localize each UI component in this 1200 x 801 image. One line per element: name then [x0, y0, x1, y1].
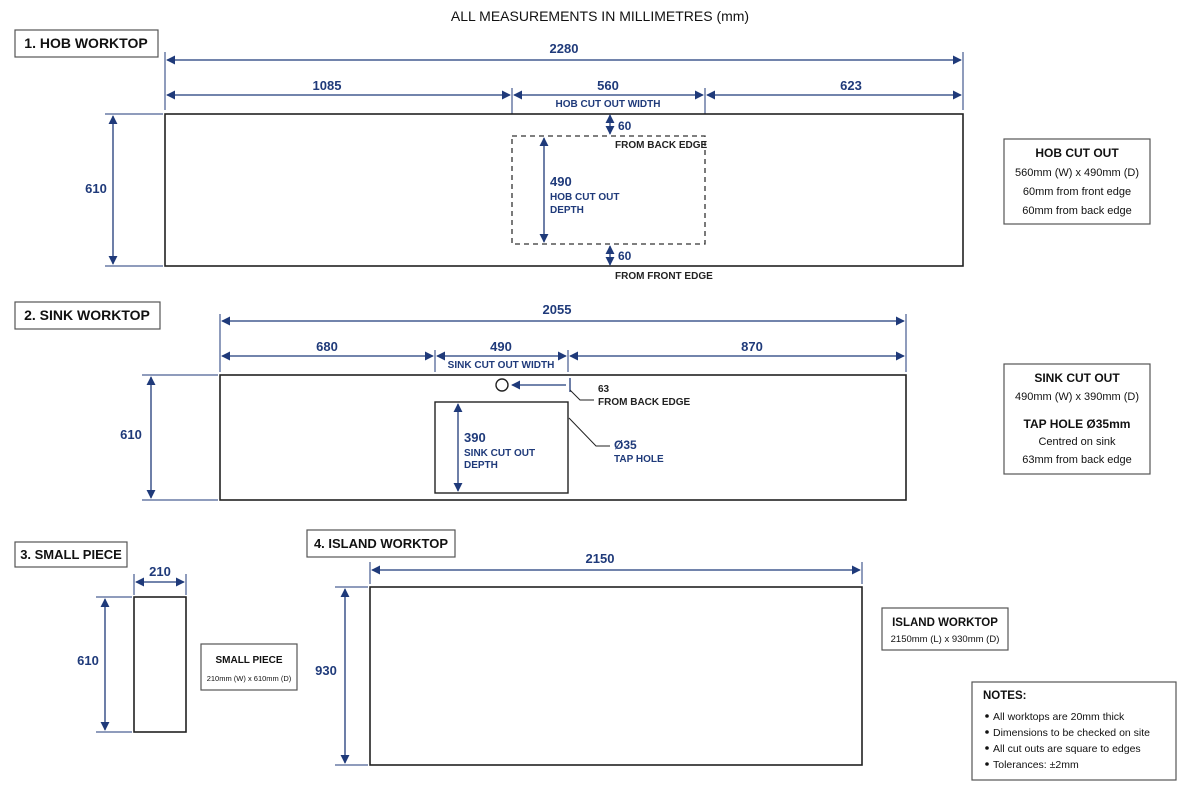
- notes-title: NOTES:: [983, 690, 1026, 702]
- hob-seg-mid-caption: HOB CUT OUT WIDTH: [556, 99, 661, 110]
- hob-total-label: 2280: [550, 41, 579, 56]
- sink-seg-mid-label: 490: [490, 339, 512, 354]
- sink-info-line: 63mm from back edge: [1022, 454, 1131, 466]
- sink-info-line: 490mm (W) x 390mm (D): [1015, 391, 1139, 403]
- sink-title: 2. SINK WORKTOP: [24, 307, 150, 323]
- small-title-box: [14, 541, 128, 568]
- hob-title: 1. HOB WORKTOP: [24, 35, 147, 51]
- notes-bullet-icon: [985, 730, 989, 734]
- small-info-title: SMALL PIECE: [215, 655, 282, 666]
- hob-seg-left-label: 1085: [313, 78, 342, 93]
- sink-cut-depth-value: 390: [464, 430, 486, 445]
- hob-title-box: [14, 29, 159, 58]
- notes-item: Tolerances: ±2mm: [993, 759, 1079, 771]
- small-info-line: 210mm (W) x 610mm (D): [207, 674, 292, 683]
- notes-item: Dimensions to be checked on site: [993, 727, 1150, 739]
- hob-front-caption: FROM FRONT EDGE: [615, 271, 713, 282]
- notes-bullet-icon: [985, 746, 989, 750]
- sink-total-label: 2055: [543, 302, 572, 317]
- hob-section: 1. HOB WORKTOP 2280 1085 560 HOB CUT OUT…: [14, 29, 1151, 282]
- small-depth-label: 610: [77, 653, 99, 668]
- sink-info-title: SINK CUT OUT: [1034, 371, 1120, 385]
- tap-hole-marker: [495, 378, 509, 392]
- sink-seg-left-label: 680: [316, 339, 338, 354]
- hob-cutout: [511, 135, 706, 245]
- island-info-title: ISLAND WORKTOP: [892, 617, 998, 629]
- island-width-label: 2150: [586, 551, 615, 566]
- sink-seg-right-label: 870: [741, 339, 763, 354]
- notes-bullet-icon: [985, 714, 989, 718]
- page-header: ALL MEASUREMENTS IN MILLIMETRES (mm): [451, 8, 749, 24]
- island-title: 4. ISLAND WORKTOP: [314, 536, 448, 551]
- small-width-label: 210: [149, 564, 171, 579]
- sink-info-tap-title: TAP HOLE Ø35mm: [1024, 417, 1131, 431]
- hob-back-value: 60: [618, 119, 632, 133]
- tap-offset-leader: [569, 389, 594, 401]
- notes-section: NOTES: All worktops are 20mm thick Dimen…: [971, 681, 1177, 781]
- small-piece-section: 3. SMALL PIECE 210 610 SMALL PIECE 210mm…: [14, 541, 298, 733]
- small-info-box: [200, 643, 298, 691]
- sink-section: 2. SINK WORKTOP 2055 680 490 SINK CUT OU…: [14, 301, 1151, 501]
- hob-info-line: 60mm from front edge: [1023, 186, 1131, 198]
- sink-title-box: [14, 301, 161, 330]
- small-piece-panel: [133, 596, 187, 733]
- notes-item: All cut outs are square to edges: [993, 743, 1141, 755]
- island-worktop-panel: [369, 586, 863, 766]
- island-depth-label: 930: [315, 663, 337, 678]
- hob-info-line: 560mm (W) x 490mm (D): [1015, 167, 1139, 179]
- hob-info-box: [1003, 138, 1151, 225]
- hob-info-line: 60mm from back edge: [1022, 205, 1131, 217]
- sink-info-line: Centred on sink: [1038, 436, 1116, 448]
- island-section: 4. ISLAND WORKTOP 2150 930 ISLAND WORKTO…: [306, 529, 1009, 766]
- small-title: 3. SMALL PIECE: [20, 547, 122, 562]
- island-info-line: 2150mm (L) x 930mm (D): [891, 634, 1000, 645]
- notes-box: [971, 681, 1177, 781]
- notes-bullet-icon: [985, 762, 989, 766]
- hob-cut-depth-caption1: HOB CUT OUT: [550, 192, 619, 203]
- hob-seg-right-label: 623: [840, 78, 862, 93]
- tap-offset-caption: FROM BACK EDGE: [598, 397, 691, 408]
- hob-cut-depth-value: 490: [550, 174, 572, 189]
- hob-worktop-panel: [164, 113, 964, 267]
- tap-offset-value: 63: [598, 384, 610, 395]
- sink-cut-depth-caption1: SINK CUT OUT: [464, 448, 535, 459]
- sink-depth-label: 610: [120, 427, 142, 442]
- tap-hole-caption: TAP HOLE: [614, 454, 664, 465]
- hob-seg-mid-label: 560: [597, 78, 619, 93]
- island-info-box: [881, 607, 1009, 651]
- hob-depth-label: 610: [85, 181, 107, 196]
- sink-seg-mid-caption: SINK CUT OUT WIDTH: [448, 360, 555, 371]
- hob-info-title: HOB CUT OUT: [1035, 146, 1119, 160]
- hob-back-caption: FROM BACK EDGE: [615, 140, 708, 151]
- notes-item: All worktops are 20mm thick: [993, 711, 1125, 723]
- hob-cut-depth-caption2: DEPTH: [550, 205, 584, 216]
- sink-info-box: [1003, 363, 1151, 475]
- hob-front-value: 60: [618, 249, 632, 263]
- island-title-box: [306, 529, 456, 558]
- tap-hole-size: Ø35: [614, 438, 637, 452]
- tap-hole-leader: [568, 417, 610, 447]
- sink-cut-depth-caption2: DEPTH: [464, 460, 498, 471]
